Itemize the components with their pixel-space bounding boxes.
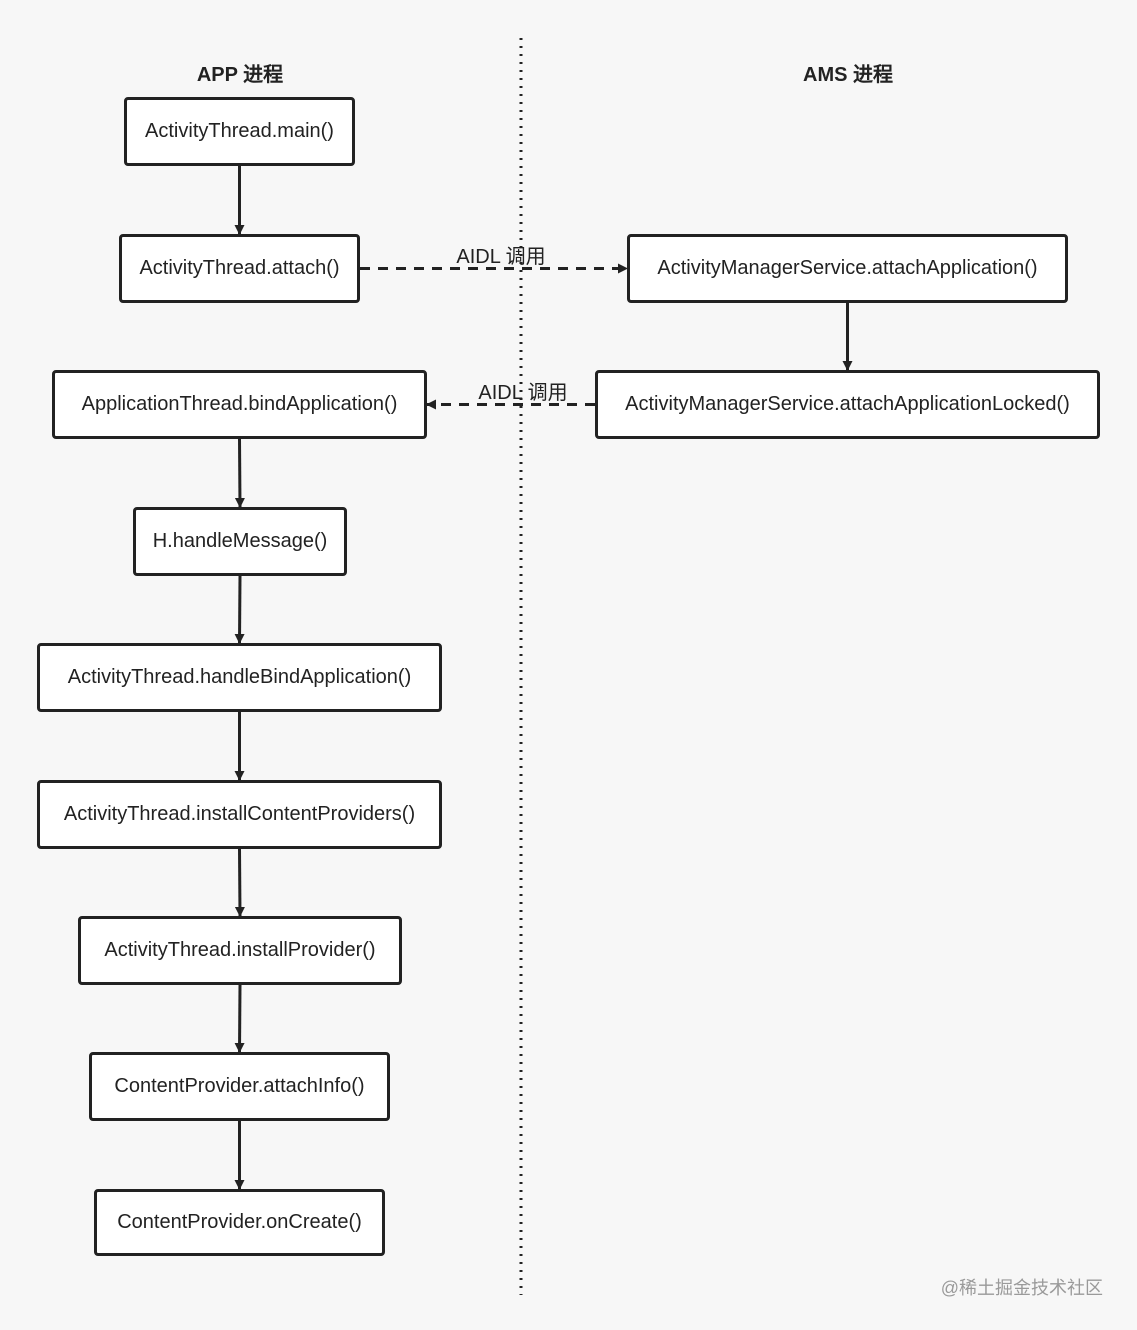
node-contentprovider-attach-info: ContentProvider.attachInfo() xyxy=(89,1052,390,1121)
node-h-handle-message: H.handleMessage() xyxy=(133,507,347,576)
node-activitythread-install-content-providers: ActivityThread.installContentProviders() xyxy=(37,780,442,849)
edge-arrow-installContentProviders-to-installProvider xyxy=(234,848,245,917)
lane-title-app: APP 进程 xyxy=(196,64,284,86)
edge-arrow-bindApplication-to-handleMessage xyxy=(234,438,245,508)
lane-title-ams: AMS 进程 xyxy=(803,64,893,86)
node-contentprovider-on-create: ContentProvider.onCreate() xyxy=(94,1189,385,1256)
watermark: @稀土掘金技术社区 xyxy=(940,1278,1103,1298)
node-activitythread-install-provider: ActivityThread.installProvider() xyxy=(78,916,402,985)
node-ams-attach-application: ActivityManagerService.attachApplication… xyxy=(627,234,1068,303)
node-activitythread-attach: ActivityThread.attach() xyxy=(119,234,360,303)
node-activitythread-main: ActivityThread.main() xyxy=(124,97,355,166)
edge-arrow-installProvider-to-attachInfo xyxy=(234,984,245,1053)
edge-arrow-handleMessage-to-handleBindApplication xyxy=(234,575,245,644)
edge-label-aidl-call-2: AIDL 调用 xyxy=(478,382,568,404)
node-applicationthread-bind-application: ApplicationThread.bindApplication() xyxy=(52,370,427,439)
node-ams-attach-application-locked: ActivityManagerService.attachApplication… xyxy=(595,370,1100,439)
edge-label-aidl-call-1: AIDL 调用 xyxy=(456,246,546,268)
node-activitythread-handle-bind-application: ActivityThread.handleBindApplication() xyxy=(37,643,442,712)
